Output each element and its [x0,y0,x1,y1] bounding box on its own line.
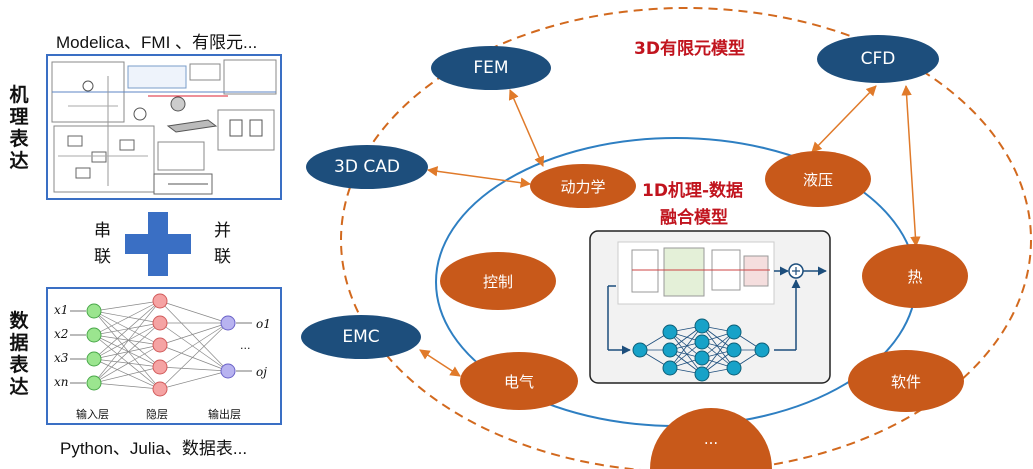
fusion-nn-neuron-3-1 [726,342,742,358]
fem-node: FEM [431,46,551,90]
3d-cad-node: 3D CAD [306,145,428,189]
nn-neuron-2-1 [220,363,236,379]
fusion-nn-neuron-1-1 [662,342,678,358]
output-oj-label: oj [256,365,267,379]
output-layer-label: 输出层 [208,408,241,421]
fusion-nn-neuron-2-0 [694,318,710,334]
nn-neuron-2-0 [220,315,236,331]
plus-cross-icon [125,212,191,276]
fusion-nn-neuron-3-0 [726,324,742,340]
outer-3d-fem-boundary [340,7,1032,469]
top-caption: Modelica、FMI 、有限元... [56,33,258,52]
data-expression-label: 数 据 表 达 [9,310,29,398]
parallel-label: 并 联 [214,221,231,267]
electrical-node: 电气 [460,352,578,410]
fusion-nn-neuron-4-0 [754,342,770,358]
emc-node: EMC [301,315,421,359]
series-label: 串 联 [94,221,111,267]
nn-neuron-0-1 [86,327,102,343]
fusion-nn-neuron-2-1 [694,334,710,350]
nn-neuron-0-0 [86,303,102,319]
mechanism-model-panel [46,54,282,200]
fusion-nn-neuron-3-2 [726,360,742,376]
neural-network-panel: x1 x2 x3 xn o1 oj ... 输入层 隐层 输出层 [46,287,282,425]
nn-neuron-1-0 [152,293,168,309]
nn-neuron-1-1 [152,315,168,331]
input-xn-label: xn [54,375,69,389]
fusion-nn-neuron-1-0 [662,324,678,340]
input-x1-label: x1 [54,303,69,317]
inner-model-title-line1: 1D机理-数据 [642,181,743,201]
dynamics-node: 动力学 [530,164,636,208]
output-o1-label: o1 [256,317,271,331]
hydraulics-node: 液压 [765,151,871,207]
fusion-nn-neuron-1-2 [662,360,678,376]
input-layer-label: 输入层 [76,408,109,421]
system-schematic-image [51,59,277,195]
cfd-node: CFD [817,35,939,83]
input-x2-label: x2 [54,327,69,341]
nn-neuron-1-4 [152,381,168,397]
software-node: 软件 [848,350,964,412]
nn-neuron-1-3 [152,359,168,375]
hidden-layer-label: 隐层 [146,408,168,421]
fusion-nn-neuron-2-3 [694,366,710,382]
nn-neuron-1-2 [152,337,168,353]
outer-model-title: 3D有限元模型 [634,39,745,59]
inner-model-title-line2: 融合模型 [660,208,728,228]
output-ellipsis: ... [240,339,251,352]
input-x3-label: x3 [54,351,69,365]
fusion-nn-neuron-0-0 [632,342,648,358]
control-node: 控制 [440,252,556,310]
nn-neuron-0-2 [86,351,102,367]
neural-network-diagram [70,293,252,397]
fusion-nn-neuron-2-2 [694,350,710,366]
nn-neuron-0-3 [86,375,102,391]
mechanism-expression-label: 机 理 表 达 [9,84,29,172]
thermal-node: 热 [862,244,968,308]
bottom-caption: Python、Julia、数据表... [60,439,248,458]
